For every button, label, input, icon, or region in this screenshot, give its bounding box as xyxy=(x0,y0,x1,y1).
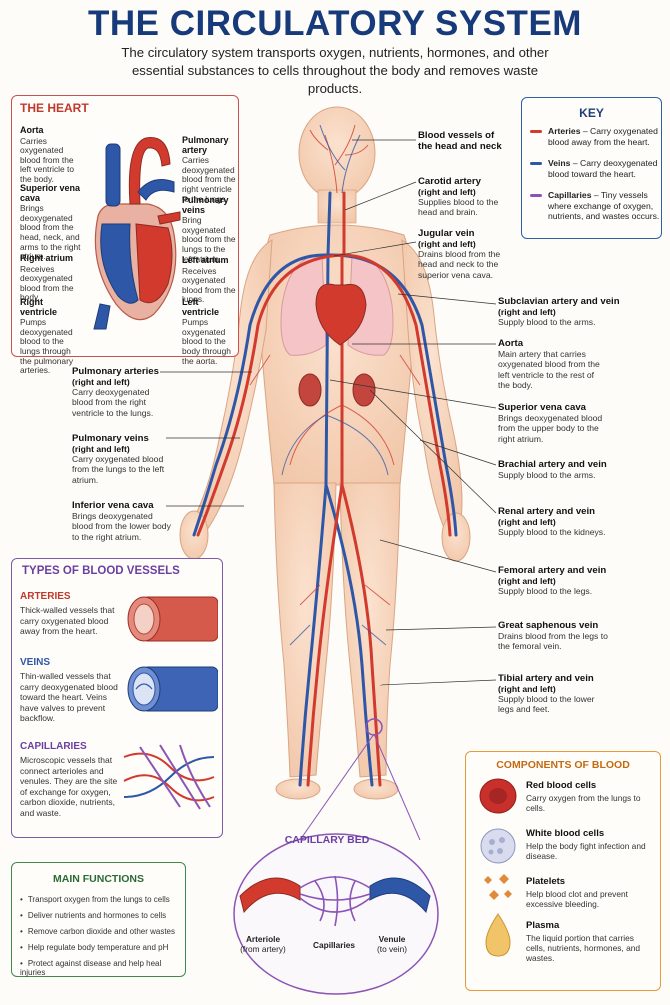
label-femoral: Femoral artery and vein(right and left)S… xyxy=(498,565,607,596)
components-panel: COMPONENTS OF BLOOD Red blood cells Carr… xyxy=(465,751,661,991)
right-leg-vein xyxy=(298,483,328,787)
arteriole-shape xyxy=(239,877,301,914)
components-title: COMPONENTS OF BLOOD xyxy=(496,759,630,771)
label-pulmonary-veins: Pulmonary veins(right and left)Carry oxy… xyxy=(72,433,165,485)
artery-swatch xyxy=(530,130,542,133)
capillary-label-arteriole: Arteriole(from artery) xyxy=(240,934,286,954)
heart-right-side xyxy=(100,223,139,304)
platelets-icon xyxy=(484,874,512,900)
key-item-arteries: Arteries – Carry oxygenated blood away f… xyxy=(530,126,658,156)
component-rbc-name: Red blood cells xyxy=(526,780,597,791)
artery-cross-section xyxy=(127,596,218,642)
label-renal: Renal artery and vein(right and left)Sup… xyxy=(498,506,606,537)
pulmonary-artery-shape xyxy=(137,179,175,201)
left-leg-artery xyxy=(340,483,382,787)
right-arm-artery xyxy=(196,253,346,537)
capillary-swatch xyxy=(530,194,542,197)
types-title: TYPES OF BLOOD VESSELS xyxy=(22,565,184,577)
label-pulmonary-arteries: Pulmonary arteries(right and left)Carry … xyxy=(72,366,159,418)
label-tibial: Tibial artery and vein(right and left)Su… xyxy=(498,673,595,715)
svc-shape xyxy=(105,143,121,207)
red-blood-cell-icon xyxy=(479,778,517,814)
component-rbc-desc: Carry oxygen from the lungs to cells. xyxy=(526,793,641,814)
right-leg-artery xyxy=(306,483,344,787)
capillary-label-capillaries: Capillaries xyxy=(313,940,355,950)
type-capillaries-name: CAPILLARIES xyxy=(20,741,87,752)
function-item: Transport oxygen from the lungs to cells xyxy=(20,895,170,904)
component-plasma-name: Plasma xyxy=(526,920,560,931)
right-kidney-shape xyxy=(298,373,322,407)
key-item-veins: Veins – Carry deoxygenated blood toward … xyxy=(530,158,658,188)
label-jugular-vein: Jugular vein(right and left)Drains blood… xyxy=(418,228,501,280)
heart-left-side xyxy=(135,223,173,304)
types-panel: TYPES OF BLOOD VESSELS ARTERIES Thick-wa… xyxy=(11,558,223,838)
capillary-bed-title: CAPILLARY BED xyxy=(284,834,370,846)
component-wbc-name: White blood cells xyxy=(526,828,605,839)
neck-shape xyxy=(317,189,357,224)
component-wbc-desc: Help the body fight infection and diseas… xyxy=(526,841,646,862)
capillary-label-venule: Venule(to vein) xyxy=(377,934,407,954)
capillary-bed-illustration xyxy=(233,833,439,995)
type-capillaries-desc: Microscopic vessels that connect arterio… xyxy=(20,755,118,818)
label-subclavian: Subclavian artery and vein(right and lef… xyxy=(498,296,620,327)
left-kidney-shape xyxy=(352,373,376,407)
label-head-vessels: Blood vessels of the head and neck xyxy=(418,130,502,152)
function-item: Remove carbon dioxide and other wastes xyxy=(20,927,175,936)
page-subtitle: The circulatory system transports oxygen… xyxy=(121,45,549,96)
jugular-vein xyxy=(326,191,332,257)
component-plasma-desc: The liquid portion that carries cells, n… xyxy=(526,933,641,964)
type-veins-name: VEINS xyxy=(20,657,51,668)
function-item: Protect against disease and help heal in… xyxy=(20,959,185,977)
left-arm-artery xyxy=(342,253,452,537)
component-platelets-name: Platelets xyxy=(526,876,566,887)
label-carotid-artery: Carotid artery(right and left)Supplies b… xyxy=(418,176,499,218)
key-title: KEY xyxy=(579,106,604,120)
page-title: THE CIRCULATORY SYSTEM xyxy=(88,4,582,43)
key-panel: KEY Arteries – Carry oxygenated blood aw… xyxy=(521,97,662,239)
pulmonary-vein-shape xyxy=(157,211,181,225)
type-arteries-desc: Thick-walled vessels that carry oxygenat… xyxy=(20,605,115,636)
functions-panel: MAIN FUNCTIONS Transport oxygen from the… xyxy=(11,862,186,977)
right-arm-vein xyxy=(192,253,330,537)
function-item: Help regulate body temperature and pH xyxy=(20,943,169,952)
aorta-arch xyxy=(128,137,171,205)
body-heart-shape xyxy=(315,283,367,346)
functions-title: MAIN FUNCTIONS xyxy=(53,873,144,885)
venule-shape xyxy=(369,877,431,914)
capillary-network xyxy=(123,744,215,810)
function-item: Deliver nutrients and hormones to cells xyxy=(20,911,166,920)
heart-panel-title: THE HEART xyxy=(20,101,89,115)
heart-illustration xyxy=(93,137,181,330)
white-blood-cell-icon xyxy=(480,828,516,864)
plasma-drop-icon xyxy=(485,913,511,957)
body-illustration xyxy=(179,106,471,800)
key-item-capillaries: Capillaries – Tiny vessels where exchang… xyxy=(530,190,659,230)
right-arm-shape xyxy=(189,239,273,534)
type-arteries-name: ARTERIES xyxy=(20,591,71,602)
ivc-shape xyxy=(93,303,111,330)
type-veins-desc: Thin-walled vessels that carry deoxygena… xyxy=(20,671,118,723)
vein-cross-section xyxy=(127,666,218,712)
component-platelets-desc: Help blood clot and prevent excessive bl… xyxy=(526,889,628,910)
vein-swatch xyxy=(530,162,542,165)
